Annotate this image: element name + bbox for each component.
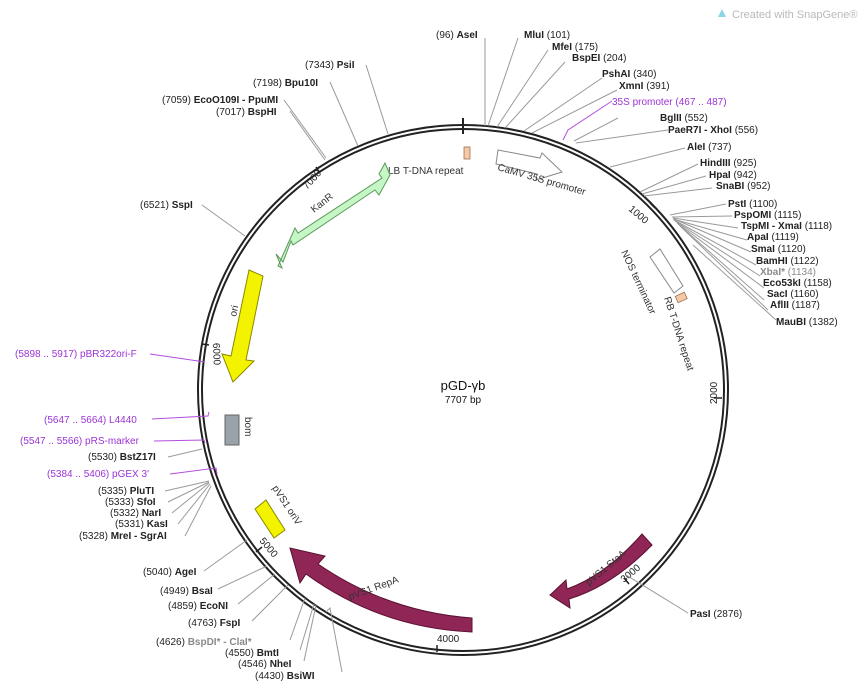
feature-lb-tdna-box[interactable] (463, 146, 471, 160)
site-psii[interactable]: (7343) PsiI (305, 60, 355, 71)
site-hpai[interactable]: HpaI (942) (709, 170, 757, 181)
site-snabi[interactable]: SnaBI (952) (716, 181, 770, 192)
site-xbai[interactable]: XbaI* (1134) (760, 267, 816, 278)
primer-35s-promoter[interactable]: 35S promoter (467 .. 487) (612, 97, 727, 108)
site-tspmi-xmai[interactable]: TspMI - XmaI (1118) (741, 221, 832, 232)
plasmid-name: pGD-γb (441, 378, 486, 393)
primer-pgex-3[interactable]: (5384 .. 5406) pGEX 3' (47, 469, 149, 480)
tick-marks (201, 166, 722, 652)
site-bglii[interactable]: BglII (552) (660, 113, 708, 124)
feature-rb-tdna-box[interactable] (674, 291, 688, 304)
site-nhei[interactable]: (4546) NheI (238, 659, 292, 670)
tick-label-2000: 2000 (709, 381, 720, 404)
site-hindiii[interactable]: HindIII (925) (700, 158, 757, 169)
feature-ori-label: ori (228, 304, 241, 317)
site-psti[interactable]: PstI (1100) (728, 199, 777, 210)
site-sfoi[interactable]: (5333) SfoI (105, 497, 156, 508)
site-bamhi[interactable]: BamHI (1122) (756, 256, 819, 267)
site-xmni[interactable]: XmnI (391) (619, 81, 670, 92)
feature-lb-tdna-label: LB T-DNA repeat (388, 166, 464, 177)
site-paer7i-xhoi[interactable]: PaeR7I - XhoI (556) (668, 125, 758, 136)
site-sspi[interactable]: (6521) SspI (140, 200, 193, 211)
site-pasi[interactable]: PasI (2876) (690, 609, 742, 620)
site-bpu10i[interactable]: (7198) Bpu10I (253, 78, 318, 89)
site-smai[interactable]: SmaI (1120) (751, 244, 806, 255)
site-bstz17i[interactable]: (5530) BstZ17I (88, 452, 156, 463)
site-maubi[interactable]: MauBI (1382) (776, 317, 838, 328)
site-pspomi[interactable]: PspOMI (1115) (734, 210, 801, 221)
site-econi[interactable]: (4859) EcoNI (168, 601, 228, 612)
site-pluti[interactable]: (5335) PluTI (98, 486, 154, 497)
feature-camv35s-arrow[interactable] (495, 149, 563, 181)
site-bsphi[interactable]: (7017) BspHI (216, 107, 277, 118)
site-nari[interactable]: (5332) NarI (110, 508, 161, 519)
site-fspi[interactable]: (4763) FspI (188, 618, 240, 629)
site-bmti[interactable]: (4550) BmtI (225, 648, 279, 659)
site-saci[interactable]: SacI (1160) (767, 289, 819, 300)
tick-label-4000: 4000 (437, 634, 460, 645)
site-bsai[interactable]: (4949) BsaI (160, 586, 213, 597)
site-eco53ki[interactable]: Eco53kI (1158) (763, 278, 832, 289)
feature-kanr-arrow[interactable] (275, 161, 391, 270)
site-apai[interactable]: ApaI (1119) (747, 232, 799, 243)
feature-pvs1-staa-arrow[interactable] (549, 533, 653, 609)
feature-ori-arrow[interactable] (221, 269, 264, 383)
site-aflii[interactable]: AflII (1187) (770, 300, 820, 311)
feature-bom-box[interactable] (224, 414, 240, 446)
snapgene-logo-icon (718, 9, 726, 17)
site-bsiwi[interactable]: (4430) BsiWI (255, 671, 315, 682)
plasmid-size: 7707 bp (445, 395, 482, 406)
site-ecoo109i-ppumi[interactable]: (7059) EcoO109I - PpuMI (162, 95, 278, 106)
tick-label-1000: 1000 (626, 204, 650, 227)
tick-label-6000: 6000 (210, 343, 222, 366)
feature-bom-label: bom (242, 417, 253, 436)
primer-prs-marker[interactable]: (5547 .. 5566) pRS-marker (20, 436, 140, 447)
site-asei[interactable]: (96) AseI (436, 30, 478, 41)
site-mlui[interactable]: MluI (101) (524, 30, 570, 41)
site-alei[interactable]: AleI (737) (687, 142, 731, 153)
feature-nos-terminator-box[interactable] (649, 248, 684, 294)
site-pshai[interactable]: PshAI (340) (602, 69, 656, 80)
feature-rb-tdna-label: RB T-DNA repeat (661, 296, 695, 373)
site-bspei[interactable]: BspEI (204) (572, 53, 626, 64)
primer-l4440[interactable]: (5647 .. 5664) L4440 (44, 415, 137, 426)
primer-pbr322ori-f[interactable]: (5898 .. 5917) pBR322ori-F (15, 349, 137, 360)
leader-lines (149, 37, 777, 673)
snapgene-credit: Created with SnapGene® (732, 9, 858, 21)
site-mfei[interactable]: MfeI (175) (552, 42, 598, 53)
site-agei[interactable]: (5040) AgeI (143, 567, 197, 578)
site-mrei-sgrai[interactable]: (5328) MreI - SgrAI (79, 531, 167, 542)
feature-pvs1-oriv-box[interactable] (254, 499, 286, 539)
site-bspdi-clai[interactable]: (4626) BspDI* - ClaI* (156, 637, 252, 648)
feature-pvs1-repa-arrow[interactable] (289, 547, 473, 633)
site-kasi[interactable]: (5331) KasI (115, 519, 168, 530)
